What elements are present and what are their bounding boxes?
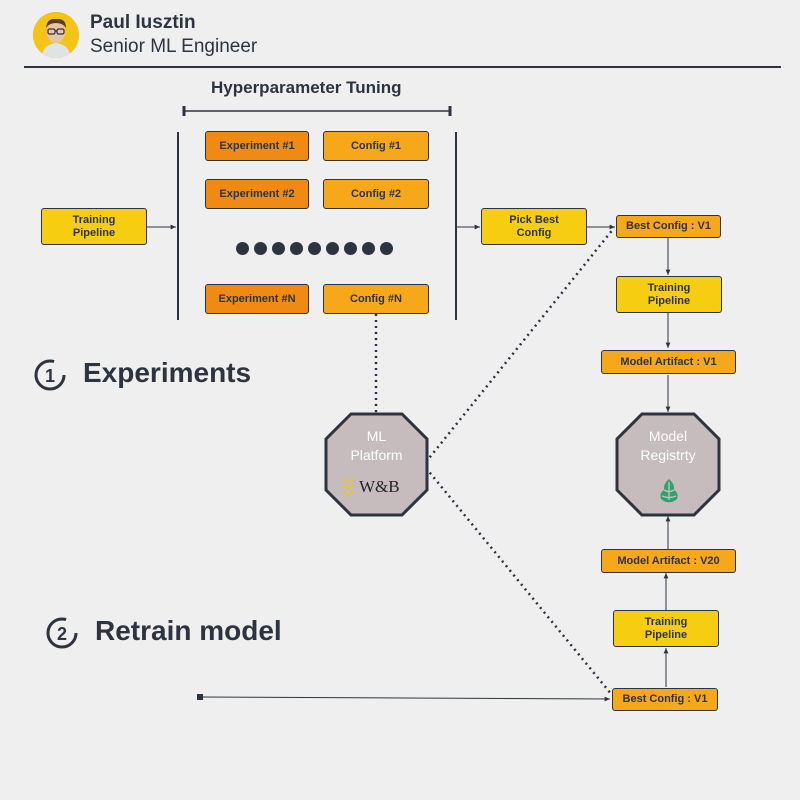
wandb-logo: W&B	[341, 476, 413, 498]
wandb-logo-icon	[342, 478, 354, 497]
experiment-n-box: Experiment #N	[205, 284, 309, 314]
model-artifact-v20-box: Model Artifact : V20	[601, 549, 736, 573]
section-retrain-title: Retrain model	[95, 615, 282, 646]
header-divider	[24, 66, 781, 68]
avatar-portrait-icon	[33, 12, 79, 58]
svg-text:1: 1	[45, 366, 55, 386]
number-one-circle-icon: 1	[34, 359, 66, 391]
author-name: Paul Iusztin	[90, 12, 196, 33]
hopsworks-logo-icon	[660, 479, 678, 503]
experiment-1-box: Experiment #1	[205, 131, 309, 161]
training-pipeline-left: Training Pipeline	[41, 208, 147, 245]
ml-platform-label: ML Platform	[350, 428, 403, 463]
config-n-box: Config #N	[323, 284, 429, 314]
config-1-box: Config #1	[323, 131, 429, 161]
model-registry-octagon	[615, 412, 721, 517]
svg-text:2: 2	[57, 624, 67, 644]
training-pipeline-top: Training Pipeline	[616, 276, 722, 313]
wandb-logo-text: W&B	[359, 477, 400, 496]
best-config-top-box: Best Config : V1	[616, 215, 721, 238]
avatar	[33, 12, 79, 58]
ml-platform-octagon	[324, 412, 429, 517]
experiment-2-box: Experiment #2	[205, 179, 309, 209]
hyperparameter-tuning-title: Hyperparameter Tuning	[211, 78, 402, 97]
best-config-bottom-box: Best Config : V1	[612, 688, 718, 711]
model-artifact-v1-box: Model Artifact : V1	[601, 350, 736, 374]
model-registry-label: Model Registrty	[640, 428, 696, 463]
training-pipeline-bottom: Training Pipeline	[613, 610, 719, 647]
number-two-circle-icon: 2	[46, 617, 78, 649]
config-2-box: Config #2	[323, 179, 429, 209]
section-experiments-title: Experiments	[83, 357, 252, 388]
pick-best-config-box: Pick Best Config	[481, 208, 587, 245]
author-role: Senior ML Engineer	[90, 36, 258, 57]
